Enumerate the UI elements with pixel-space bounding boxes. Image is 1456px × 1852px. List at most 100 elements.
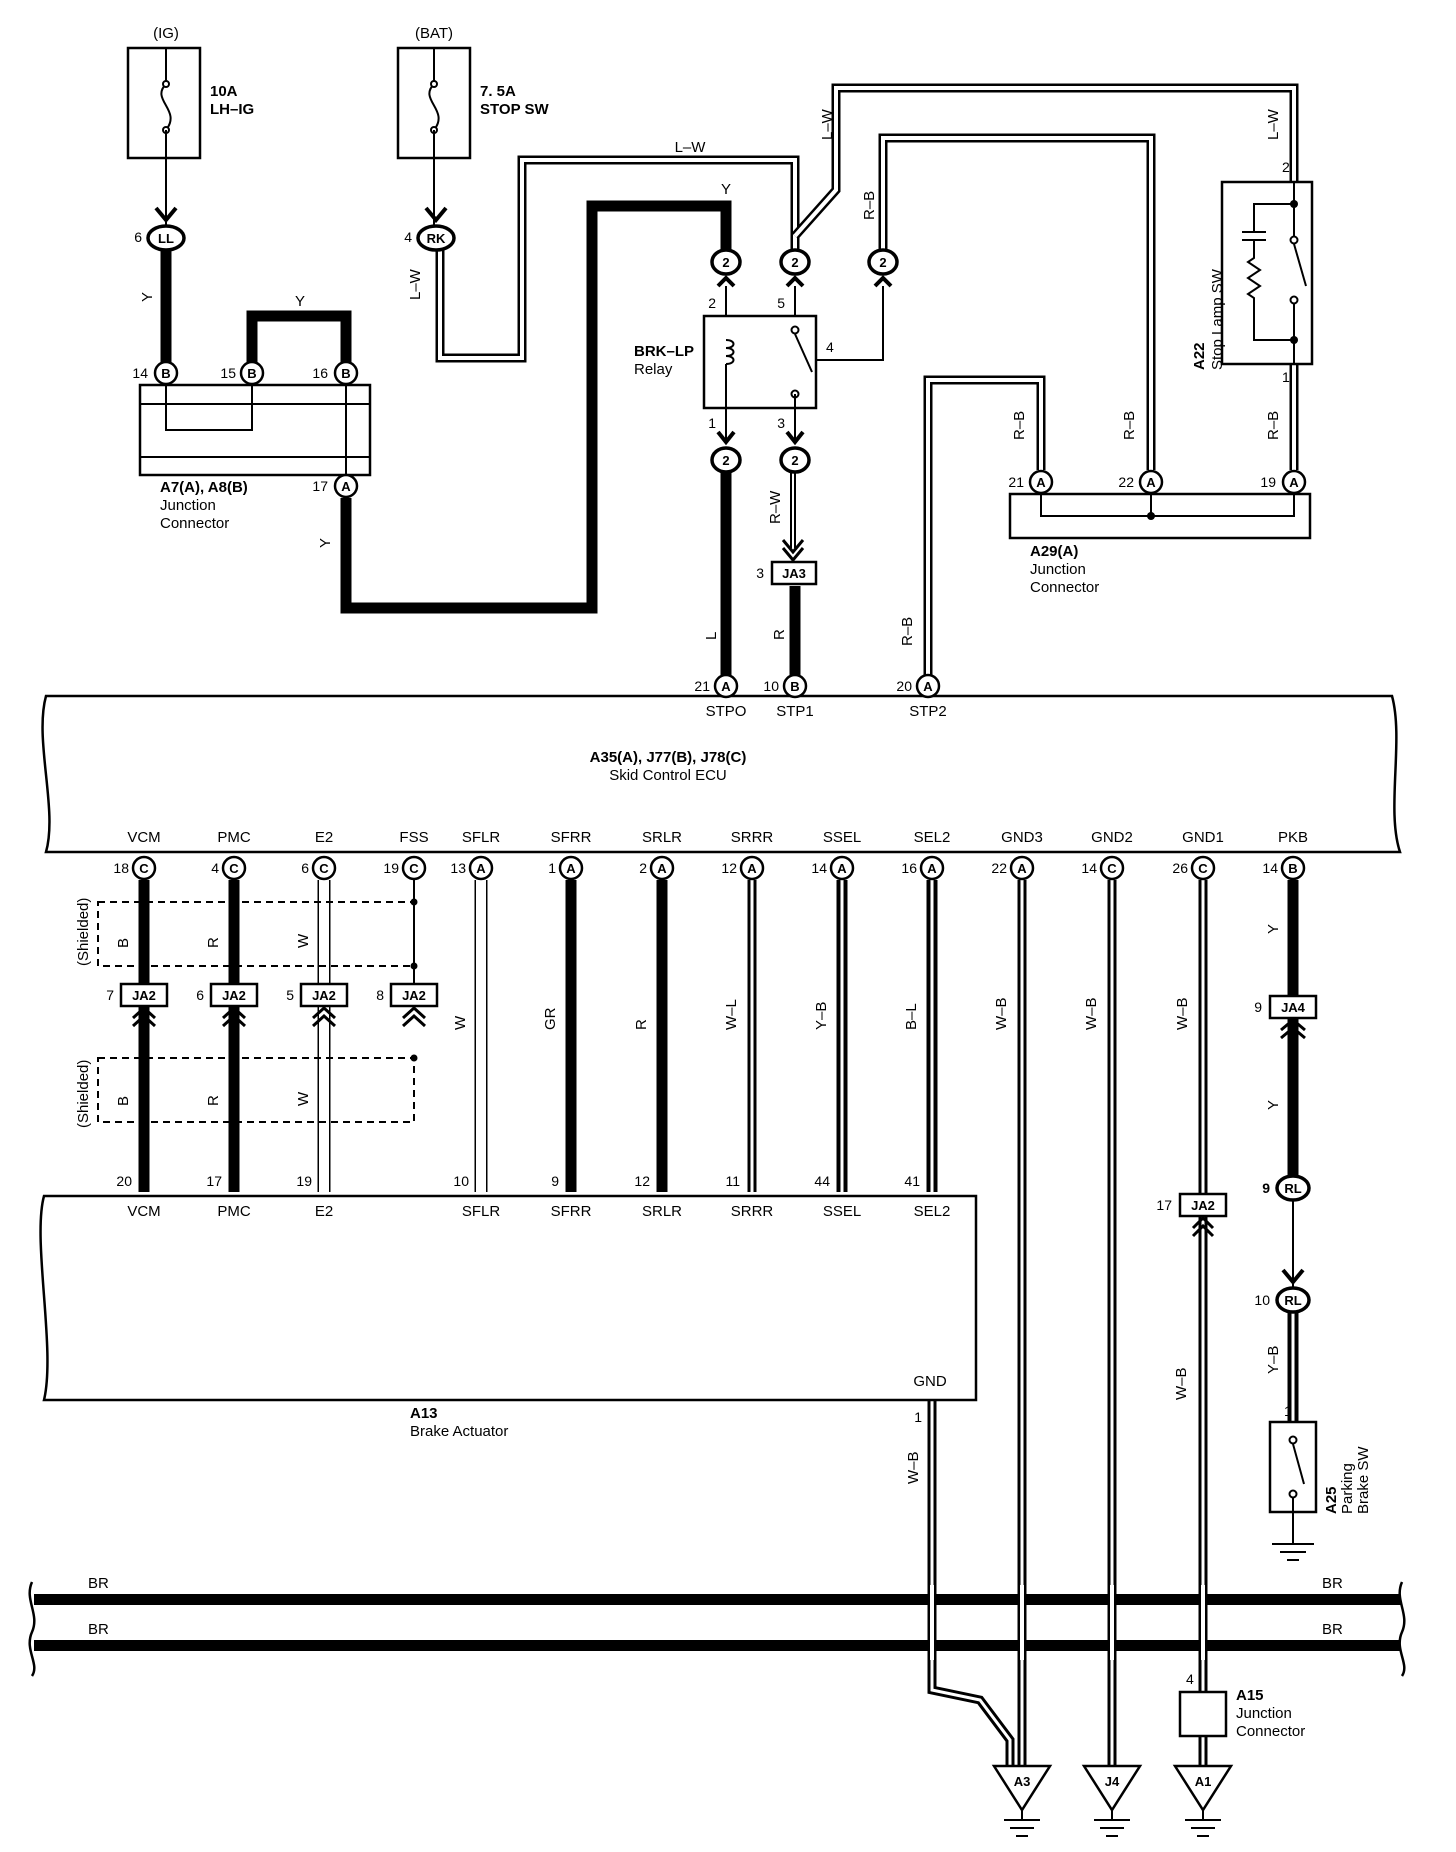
svg-text:E2: E2 [315, 1203, 333, 1220]
svg-text:R–W: R–W [767, 490, 784, 524]
svg-text:R: R [633, 1019, 650, 1030]
parking-brake-switch-a25: 1 A25 Parking Brake SW [1268, 1403, 1372, 1561]
ecu-code: A35(A), J77(B), J78(C) [590, 749, 747, 766]
svg-text:A: A [927, 861, 937, 876]
svg-text:R: R [771, 629, 788, 640]
svg-text:RL: RL [1284, 1181, 1301, 1196]
svg-text:1: 1 [1282, 369, 1290, 385]
svg-text:20: 20 [896, 678, 912, 694]
svg-text:R–B: R–B [899, 617, 916, 646]
svg-text:L: L [703, 632, 720, 640]
svg-text:VCM: VCM [127, 1203, 160, 1220]
svg-text:L–W: L–W [1265, 108, 1282, 140]
svg-text:SRRR: SRRR [731, 829, 774, 846]
svg-text:C: C [1198, 861, 1208, 876]
wire-y-bridge [246, 310, 352, 366]
svg-text:W–B: W–B [905, 1451, 922, 1484]
svg-text:Y: Y [721, 181, 731, 198]
bus-break-left [28, 1581, 36, 1677]
svg-text:SRRR: SRRR [731, 1203, 774, 1220]
svg-text:E2: E2 [315, 829, 333, 846]
svg-text:14: 14 [132, 365, 148, 381]
svg-text:9: 9 [551, 1173, 559, 1189]
svg-text:19: 19 [383, 860, 399, 876]
svg-text:Connector: Connector [1236, 1723, 1305, 1740]
svg-text:22: 22 [991, 860, 1007, 876]
svg-text:C: C [139, 861, 149, 876]
svg-text:B–L: B–L [903, 1003, 920, 1030]
svg-text:10: 10 [1254, 1292, 1270, 1308]
svg-text:SEL2: SEL2 [914, 1203, 951, 1220]
junction-a15: 4 A15 Junction Connector [1178, 1671, 1305, 1740]
svg-text:PMC: PMC [217, 829, 251, 846]
svg-text:12: 12 [721, 860, 737, 876]
svg-text:19: 19 [1260, 474, 1276, 490]
svg-text:SFRR: SFRR [551, 829, 592, 846]
ground-a1: A1 [1172, 1764, 1234, 1837]
bus-label-br-2r: BR [1322, 1621, 1343, 1638]
svg-text:21: 21 [694, 678, 710, 694]
svg-text:A1: A1 [1195, 1774, 1212, 1789]
svg-text:Y: Y [139, 292, 156, 302]
svg-text:VCM: VCM [127, 829, 160, 846]
svg-text:21: 21 [1008, 474, 1024, 490]
svg-text:2: 2 [708, 295, 716, 311]
svg-text:Stop Lamp SW: Stop Lamp SW [1209, 268, 1226, 370]
svg-text:5: 5 [286, 987, 294, 1003]
svg-text:A: A [923, 679, 933, 694]
svg-text:W–B: W–B [1173, 1367, 1190, 1400]
svg-text:18: 18 [113, 860, 129, 876]
a22-code: A22 [1191, 342, 1208, 370]
svg-text:A: A [837, 861, 847, 876]
junction-a7-code: A7(A), A8(B) [160, 479, 248, 496]
a15-code: A15 [1236, 1687, 1264, 1704]
svg-text:C: C [319, 861, 329, 876]
svg-text:Y–B: Y–B [1265, 1346, 1282, 1374]
svg-text:A: A [1036, 475, 1046, 490]
connector-ja3: JA3 [782, 566, 806, 581]
fuse-ig-rating: 10A [210, 83, 238, 100]
svg-text:22: 22 [1118, 474, 1134, 490]
svg-text:B: B [247, 366, 256, 381]
svg-text:Relay: Relay [634, 361, 673, 378]
svg-text:12: 12 [634, 1173, 650, 1189]
svg-text:Y: Y [295, 293, 305, 310]
svg-text:4: 4 [826, 339, 834, 355]
svg-text:GND2: GND2 [1091, 829, 1133, 846]
shield-upper: (Shielded) [75, 898, 418, 970]
svg-text:B: B [790, 679, 799, 694]
svg-text:9: 9 [1262, 1180, 1270, 1196]
relay-name: BRK–LP [634, 343, 694, 360]
svg-text:GND1: GND1 [1182, 829, 1224, 846]
svg-text:JA2: JA2 [402, 988, 426, 1003]
svg-text:R–B: R–B [1011, 411, 1028, 440]
fuse-lh-ig: (IG) 10A LH–IG [126, 25, 254, 225]
fuse-stop-sw: (BAT) 7. 5A STOP SW [396, 25, 549, 225]
svg-text:SFRR: SFRR [551, 1203, 592, 1220]
wire-rb-a29-22 [878, 133, 1156, 470]
svg-text:14: 14 [1081, 860, 1097, 876]
svg-text:L–W: L–W [675, 139, 707, 156]
fuse-bat-name: STOP SW [480, 101, 549, 118]
fuse-ig-source: (IG) [153, 25, 179, 42]
svg-text:L–W: L–W [819, 108, 836, 140]
brake-actuator: 20VCM17PMC19E210SFLR9SFRR12SRLR11SRRR44S… [39, 1173, 978, 1484]
svg-text:B: B [161, 366, 170, 381]
svg-text:A: A [747, 861, 757, 876]
